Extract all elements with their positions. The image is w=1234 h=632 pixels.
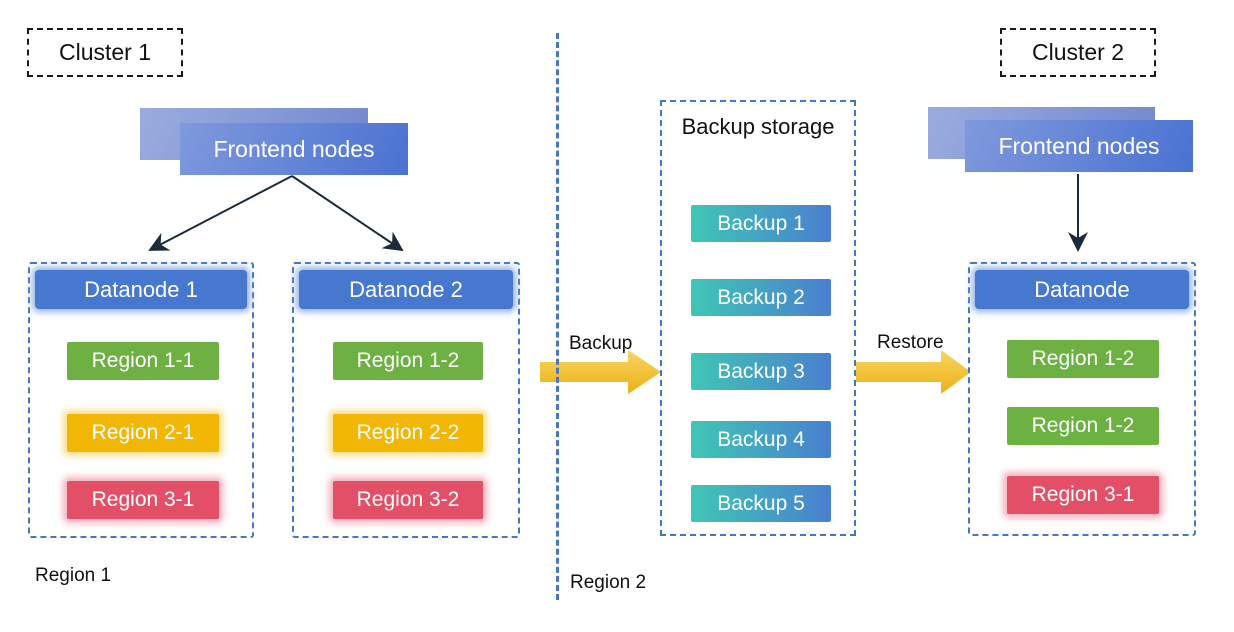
region-box: Region 2-2: [333, 414, 483, 452]
region1-footer-label: Region 1: [35, 565, 112, 586]
datanode2-box: Datanode 2 Region 1-2 Region 2-2 Region …: [292, 262, 520, 538]
backup-item-label: Backup 5: [717, 491, 805, 515]
backup-item-label: Backup 4: [717, 427, 805, 451]
backup-item: Backup 4: [691, 421, 831, 458]
datanode1-title: Datanode 1: [84, 276, 198, 302]
region-label: Region 1-1: [91, 349, 195, 372]
datanode1-header: Datanode 1: [35, 270, 247, 309]
backup-item: Backup 3: [691, 353, 831, 390]
cluster2-label: Cluster 2: [1031, 39, 1125, 65]
region-box: Region 1-1: [67, 342, 219, 380]
region-label: Region 3-2: [356, 488, 460, 511]
cluster2-datanode-header: Datanode: [975, 270, 1189, 309]
datanode2-header: Datanode 2: [299, 270, 513, 309]
cluster1-label: Cluster 1: [58, 39, 152, 65]
backup-storage-title: Backup storage: [681, 114, 835, 139]
region-label: Region 1-2: [356, 349, 460, 372]
backup-item: Backup 2: [691, 279, 831, 316]
fanout-arrow-icon: [148, 175, 404, 252]
cluster2-datanode-box: Datanode Region 1-2 Region 1-2 Region 3-…: [968, 262, 1196, 536]
region-box: Region 2-1: [67, 414, 219, 452]
region-label: Region 2-1: [91, 421, 195, 444]
region-box: Region 1-2: [1007, 407, 1159, 445]
datanode2-title: Datanode 2: [349, 276, 463, 302]
cluster2-datanode-title: Datanode: [1034, 276, 1130, 302]
cluster2-frontend-box: Frontend nodes: [965, 120, 1193, 172]
region-box: Region 3-1: [67, 481, 219, 519]
backup-item-label: Backup 1: [717, 211, 805, 235]
backup-item: Backup 5: [691, 485, 831, 522]
region2-footer-label: Region 2: [570, 572, 647, 593]
region-label: Region 3-1: [91, 488, 195, 511]
region-box: Region 1-2: [333, 342, 483, 380]
region-box: Region 3-1: [1007, 476, 1159, 514]
region-label: Region 3-1: [1031, 483, 1135, 506]
cluster2-frontend-label: Frontend nodes: [998, 132, 1160, 159]
cluster1-label-box: Cluster 1: [27, 28, 183, 77]
cluster1-frontend-label: Frontend nodes: [213, 135, 375, 162]
region-label: Region 1-2: [1031, 414, 1135, 437]
region-divider-line: [556, 33, 559, 600]
region-label: Region 1-2: [1031, 347, 1135, 370]
backup-item-label: Backup 2: [717, 285, 805, 309]
cluster2-label-box: Cluster 2: [1000, 28, 1156, 77]
datanode1-box: Datanode 1 Region 1-1 Region 2-1 Region …: [28, 262, 254, 538]
restore-arrow-icon: [855, 350, 971, 394]
cluster1-frontend-box: Frontend nodes: [180, 123, 408, 175]
region-label: Region 2-2: [356, 421, 460, 444]
region-box: Region 3-2: [333, 481, 483, 519]
backup-item: Backup 1: [691, 205, 831, 242]
backup-arrow-label: Backup: [569, 333, 633, 354]
restore-arrow-label: Restore: [877, 332, 944, 353]
region-box: Region 1-2: [1007, 340, 1159, 378]
backup-storage-box: Backup storage Backup 1 Backup 2 Backup …: [660, 100, 856, 536]
backup-item-label: Backup 3: [717, 359, 805, 383]
